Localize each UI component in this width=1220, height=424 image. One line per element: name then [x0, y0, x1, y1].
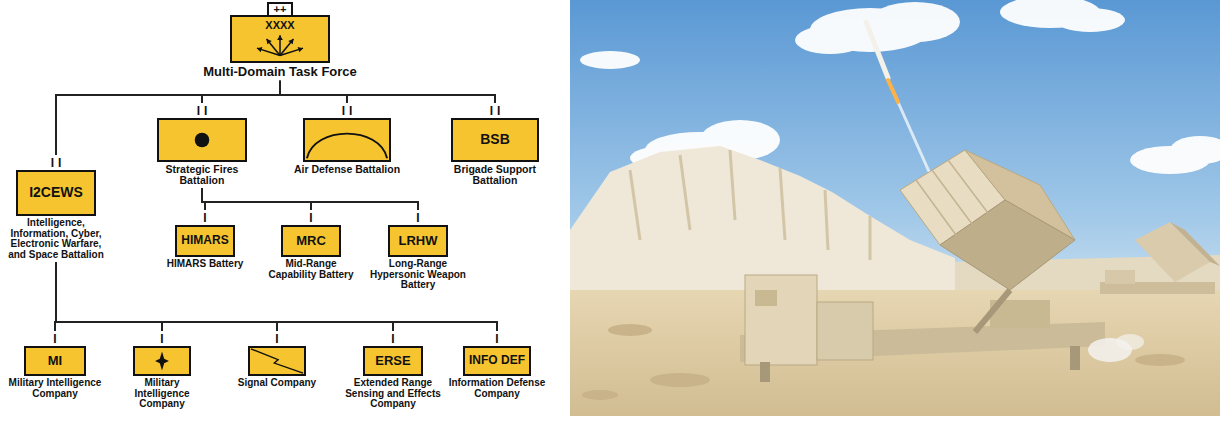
missile — [866, 22, 935, 185]
unit-symbol-box — [303, 118, 391, 162]
unit-node: I LRHW Long-Range Hypersonic Weapon Batter… — [362, 212, 474, 291]
unit-size-marker: I — [387, 333, 398, 345]
unit-caption: Intelligence, Information, Cyber, Electr… — [4, 218, 108, 260]
launcher-illustration — [570, 0, 1220, 416]
unit-size-marker: I — [199, 212, 210, 224]
unit-node: I Signal Company — [238, 333, 316, 389]
unit-node: I MI Military Intelligence Company — [5, 333, 105, 399]
unit-symbol-box: INFO DEF — [463, 346, 531, 376]
unit-symbol-box: I2CEWS — [16, 170, 96, 216]
unit-node: II I2CEWS Intelligence, Information, Cyber… — [4, 157, 108, 260]
org-connector — [56, 262, 277, 331]
unit-size-marker: I — [156, 333, 167, 345]
cliff-shading — [630, 150, 870, 260]
unit-symbol — [159, 120, 245, 160]
unit-node: I Military Intelligence Company — [126, 333, 198, 410]
unit-caption: Signal Company — [238, 378, 316, 389]
unit-size-marker: I — [412, 212, 423, 224]
launcher — [740, 150, 1144, 382]
org-connector — [202, 188, 311, 210]
unit-size-marker: II — [193, 105, 212, 117]
rear-launcher — [1100, 222, 1220, 294]
unit-size-marker: II — [338, 105, 357, 117]
org-connector — [280, 81, 347, 103]
unit-symbol — [250, 348, 304, 374]
unit-caption: Military Intelligence Company — [5, 378, 105, 399]
unit-abbreviation: MI — [48, 354, 62, 368]
unit-abbreviation: MRC — [296, 234, 326, 248]
unit-symbol — [135, 348, 189, 374]
desert-ground — [570, 290, 1220, 416]
unit-size-marker: I — [305, 212, 316, 224]
org-connector — [56, 262, 162, 331]
unit-caption: Information Defense Company — [447, 378, 547, 399]
unit-symbol-box: ERSE — [363, 346, 423, 376]
air-defense-arc — [307, 134, 387, 159]
unit-abbreviation: ERSE — [375, 354, 410, 368]
unit-node: II Strategic Fires Battalion — [156, 105, 248, 186]
unit-caption: Military Intelligence Company — [126, 378, 198, 410]
unit-symbol-box: LRHW — [388, 225, 448, 257]
arrow-head — [288, 39, 293, 44]
arrow-head — [277, 35, 283, 40]
unit-abbreviation: XXXX — [265, 19, 294, 31]
arrow-head — [257, 47, 262, 52]
unit-symbol-box: MRC — [281, 225, 341, 257]
org-connector — [202, 81, 280, 103]
intel-star — [155, 351, 169, 370]
unit-caption: Long-Range Hypersonic Weapon Battery — [362, 259, 474, 291]
signal-bolt — [251, 349, 303, 373]
unit-size-marker: II — [486, 105, 505, 117]
unit-node: II BSB Brigade Support Battalion — [445, 105, 545, 186]
unit-node: I HIMARS HIMARS Battery — [167, 212, 244, 270]
unit-symbol-box — [133, 346, 191, 376]
unit-caption: Mid-Range Capability Battery — [265, 259, 357, 280]
unit-size-marker: II — [47, 157, 66, 169]
org-connector — [202, 188, 418, 210]
unit-size-marker: I — [271, 333, 282, 345]
domain-arrow — [267, 39, 280, 56]
unit-node: I MRC Mid-Range Capability Battery — [265, 212, 357, 280]
unit-size-marker: I — [491, 333, 502, 345]
unit-symbol-box: HIMARS — [175, 225, 235, 257]
unit-node: ++ XXXX Multi-Domain Task Force — [203, 2, 357, 79]
unit-abbreviation: BSB — [480, 132, 510, 147]
unit-symbol-box — [248, 346, 306, 376]
unit-abbreviation: INFO DEF — [469, 354, 525, 367]
unit-abbreviation: LRHW — [399, 234, 438, 248]
echelon-modifier: ++ — [267, 2, 294, 17]
fires-dot — [195, 133, 210, 148]
unit-caption: Strategic Fires Battalion — [156, 164, 248, 186]
unit-symbol-box: MI — [24, 346, 86, 376]
unit-node: I ERSE Extended Range Sensing and Effects … — [341, 333, 445, 410]
unit-symbol-box — [157, 118, 247, 162]
unit-caption: Multi-Domain Task Force — [203, 65, 357, 79]
unit-caption: HIMARS Battery — [167, 259, 244, 270]
org-connector — [280, 81, 495, 103]
unit-size-marker: I — [49, 333, 60, 345]
unit-node: I INFO DEF Information Defense Company — [447, 333, 547, 399]
unit-symbol-box: BSB — [451, 118, 539, 162]
arrow-head — [267, 39, 272, 44]
unit-symbol — [305, 120, 389, 160]
unit-caption: Extended Range Sensing and Effects Compa… — [341, 378, 445, 410]
unit-abbreviation: HIMARS — [181, 234, 228, 247]
unit-abbreviation: I2CEWS — [29, 185, 83, 200]
unit-caption: Air Defense Battalion — [294, 164, 400, 175]
unit-caption: Brigade Support Battalion — [445, 164, 545, 186]
unit-symbol-box: XXXX — [230, 15, 330, 63]
unit-node: II Air Defense Battalion — [294, 105, 400, 175]
arrow-head — [298, 47, 303, 52]
